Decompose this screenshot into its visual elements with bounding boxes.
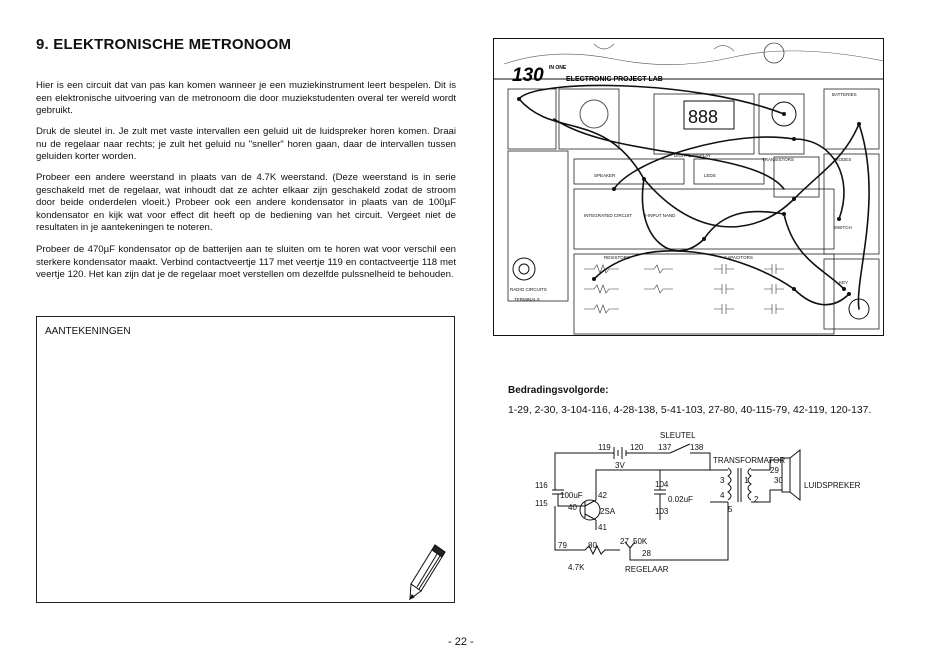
node-27: 27 [620, 537, 629, 546]
logo-superscript: IN ONE [549, 65, 567, 71]
lab-name: ELECTRONIC PROJECT LAB [566, 76, 663, 83]
instruction-paragraph: Druk de sleutel in. Je zult met vaste in… [36, 126, 456, 163]
node-104: 104 [655, 480, 669, 489]
node-120: 120 [630, 443, 644, 452]
resistor-value: 4.7K [568, 563, 585, 572]
node-30: 30 [774, 476, 783, 485]
node-41: 41 [598, 523, 607, 532]
node-2: 2 [754, 495, 759, 504]
lab-logo: 130 IN ONE ELECTRONIC PROJECT LAB [512, 65, 663, 86]
transistor-label: 2SA [600, 507, 616, 516]
node-138: 138 [690, 443, 704, 452]
node-42: 42 [598, 491, 607, 500]
integrated-circuit-label: INTEGRATED CIRCUIT [584, 213, 632, 218]
key-label: KEY [839, 280, 848, 285]
notes-label: AANTEKENINGEN [45, 326, 131, 337]
transformer-label: TRANSFORMATOR [713, 456, 785, 465]
node-119: 119 [598, 443, 611, 452]
project-lab-illustration: 130 IN ONE ELECTRONIC PROJECT LAB 888 [493, 38, 884, 336]
speaker-label: SPEAKER [594, 173, 616, 178]
luidspreker-label: LUIDSPREKER [804, 481, 861, 490]
node-103: 103 [655, 507, 669, 516]
node-3: 3 [720, 476, 725, 485]
resistor-experiment-paragraph: Probeer een andere weerstand in plaats v… [36, 172, 456, 234]
notes-box: AANTEKENINGEN [36, 316, 455, 603]
digital-display: 888 [683, 100, 735, 130]
regelaar-label: REGELAAR [625, 565, 669, 574]
resistors-label: RESISTORS [604, 255, 630, 260]
batteries-label: BATTERIES [832, 92, 857, 97]
capacitor-experiment-paragraph: Probeer de 470µF kondensator op de batte… [36, 244, 456, 281]
leds-label: LEDS [704, 173, 716, 178]
chapter-title: 9. ELEKTRONISCHE METRONOOM [36, 36, 292, 53]
logo-number: 130 [512, 65, 544, 86]
node-4: 4 [720, 491, 725, 500]
node-28: 28 [642, 549, 651, 558]
sleutel-label: SLEUTEL [660, 431, 696, 440]
node-1: 1 [744, 476, 749, 485]
page-number: - 22 - [448, 636, 474, 648]
terminals-label: TERMINALS [514, 297, 540, 302]
node-116: 116 [535, 481, 548, 490]
capacitors-label: CAPACITORS [724, 255, 753, 260]
transistors-label: TRANSISTORS [762, 157, 794, 162]
capacitor-002uf-label: 0.02uF [668, 495, 693, 504]
node-29: 29 [770, 466, 779, 475]
node-40: 40 [568, 503, 577, 512]
node-5: 5 [728, 505, 733, 514]
capacitor-100uf-label: 100uF [560, 491, 583, 500]
switch-label: SWITCH [834, 225, 852, 230]
wiring-sequence: 1-29, 2-30, 3-104-116, 4-28-138, 5-41-10… [508, 405, 872, 416]
pencil-icon [408, 544, 446, 601]
diodes-label: DIODES [834, 157, 851, 162]
voltage-label: 3V [615, 461, 625, 470]
potentiometer-value: 50K [633, 537, 648, 546]
intro-paragraph: Hier is een circuit dat van pas kan kome… [36, 80, 456, 117]
node-115: 115 [535, 499, 548, 508]
node-137: 137 [658, 443, 672, 452]
nand-label: 2-INPUT NAND [644, 213, 676, 218]
radio-circuits-label: RADIO CIRCUITS [510, 287, 547, 292]
wiring-title: Bedradingsvolgorde: [508, 385, 609, 396]
circuit-schematic: SLEUTEL 119 120 137 138 3V TRANSFORMATOR… [535, 431, 861, 574]
svg-text:888: 888 [688, 107, 718, 127]
node-80: 80 [588, 541, 597, 550]
wires [518, 84, 870, 310]
node-79: 79 [558, 541, 567, 550]
